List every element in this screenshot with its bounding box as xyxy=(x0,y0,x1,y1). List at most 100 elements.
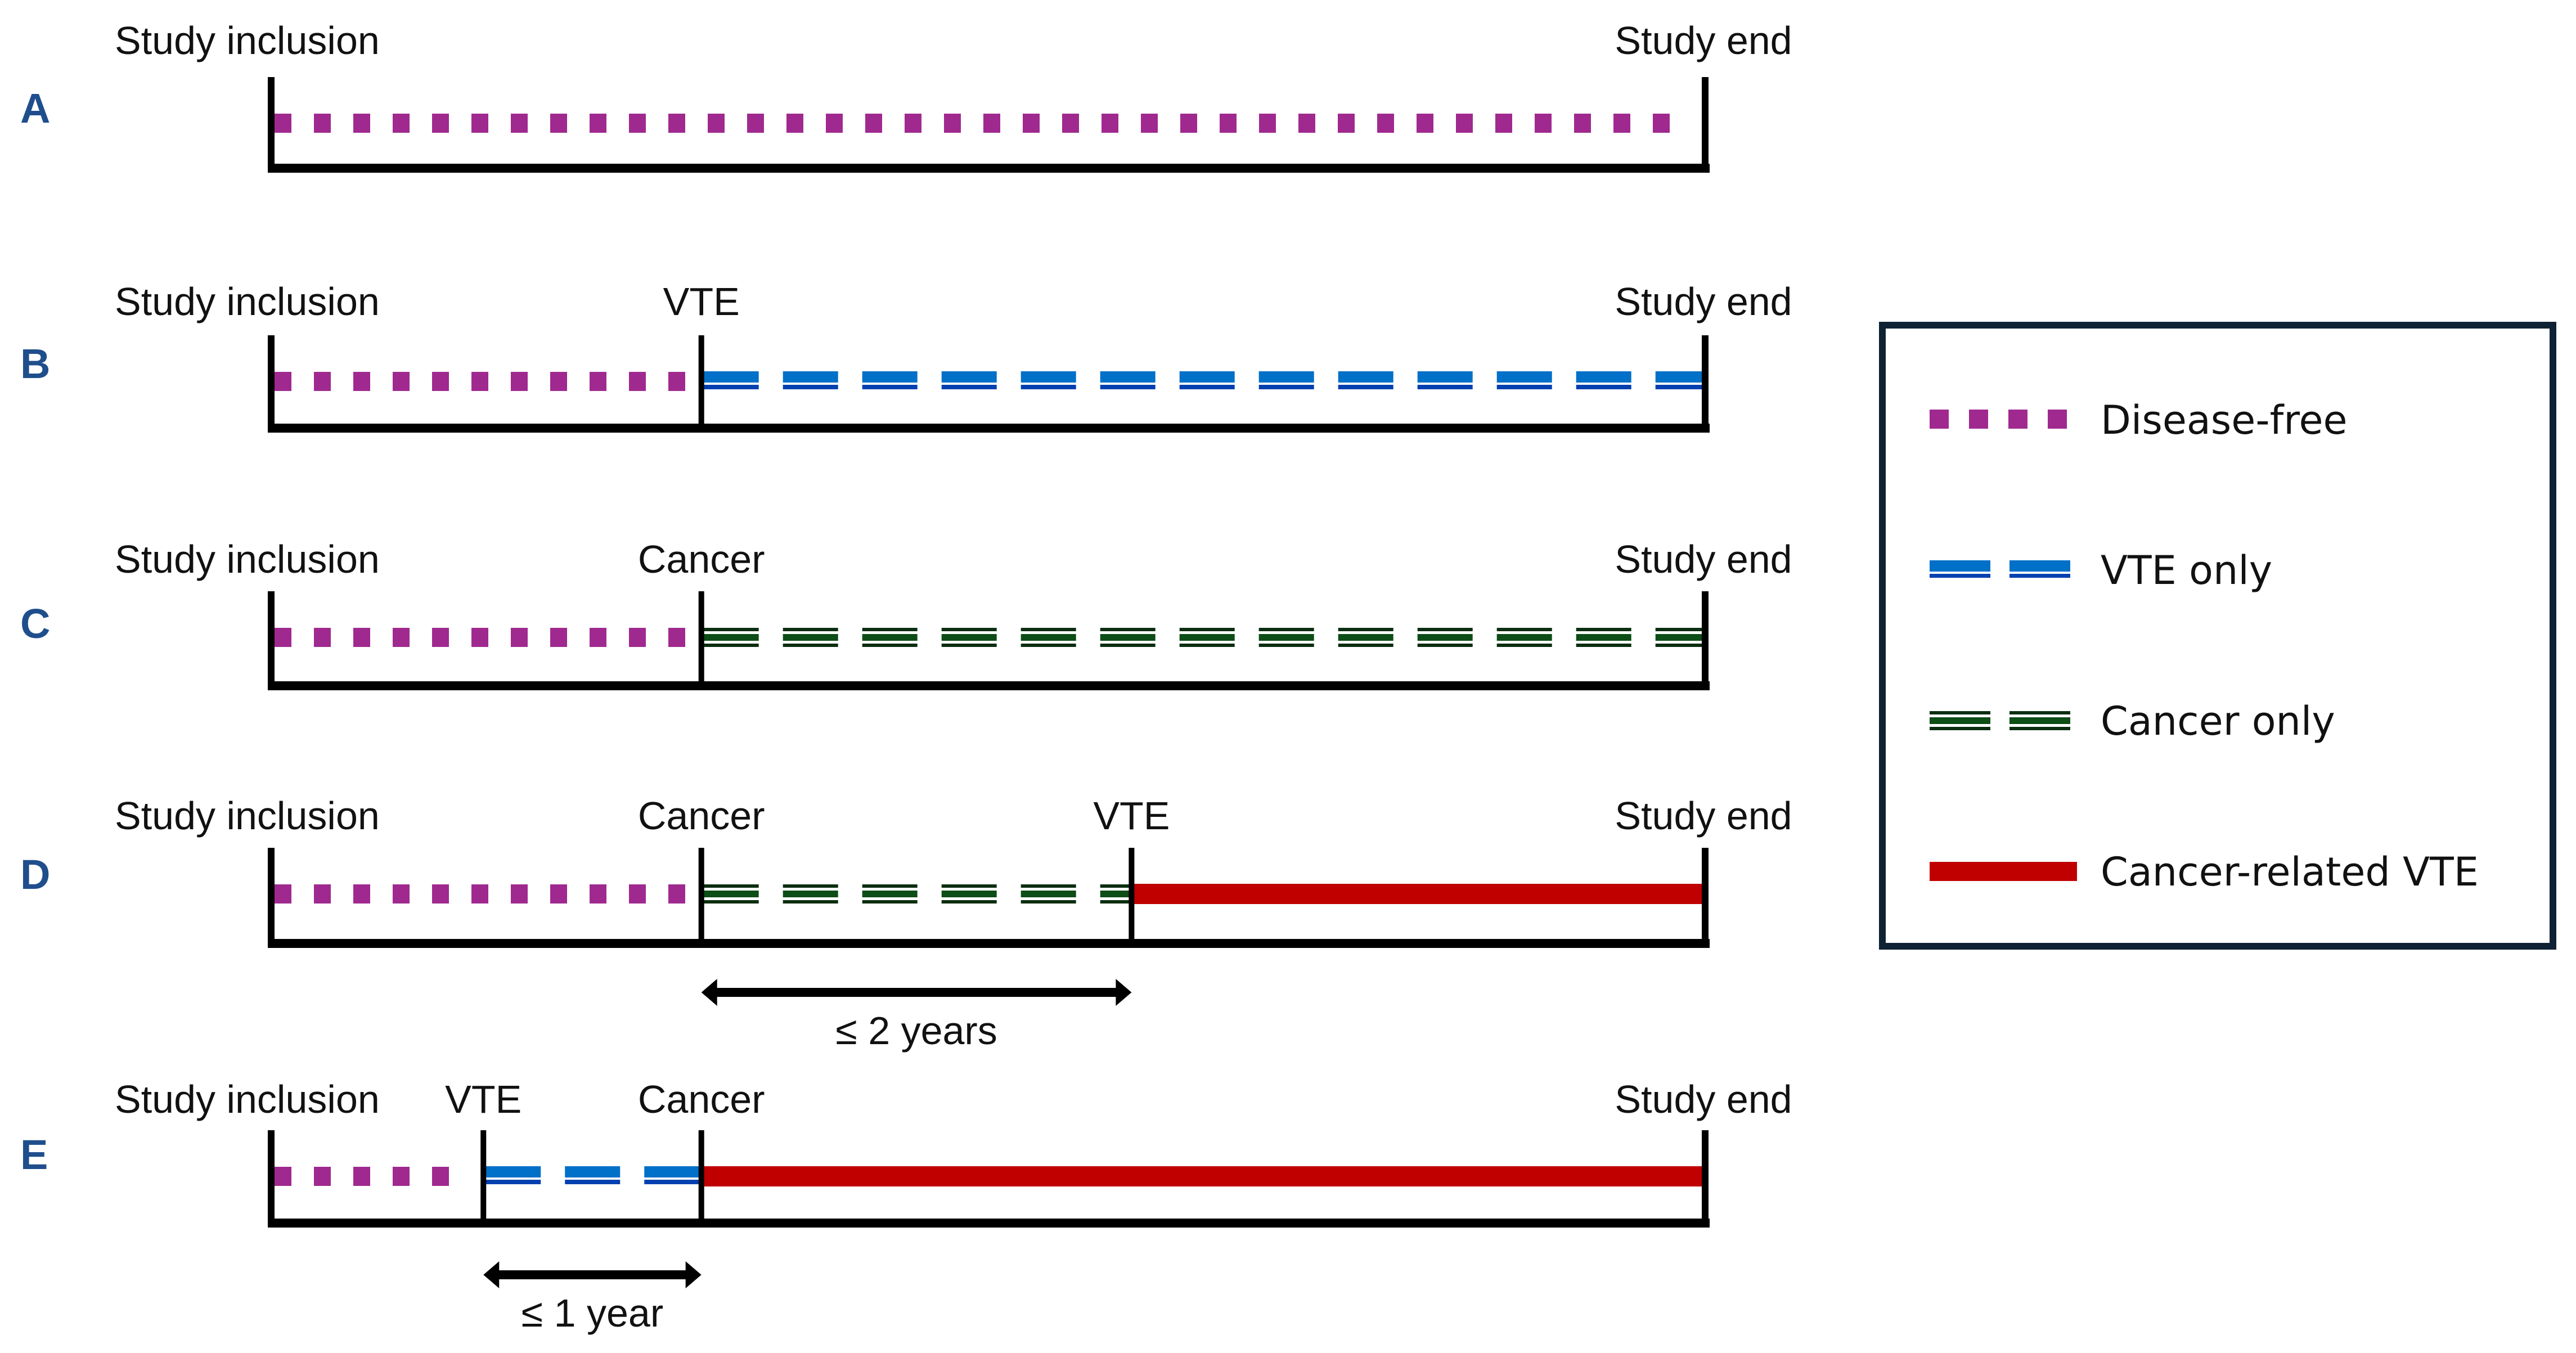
disease-free-dash xyxy=(393,114,410,133)
cancer-only-dash-bottom xyxy=(1496,644,1552,647)
vte-only-dash-thin xyxy=(1258,385,1314,389)
interval-arrow: ≤ 1 year xyxy=(483,1261,702,1335)
event-label: Study end xyxy=(1615,19,1792,62)
cancer-only-dash-bottom xyxy=(1100,644,1156,647)
legend-swatch xyxy=(2048,410,2067,429)
vte-only-dash-thin xyxy=(1576,385,1631,389)
disease-free-dash xyxy=(550,628,567,647)
disease-free-dash xyxy=(314,372,331,391)
vte-only-dash-thin xyxy=(565,1180,621,1184)
cancer-only-dash-bottom xyxy=(941,644,997,647)
legend-swatch xyxy=(1930,560,1990,572)
cancer-only-dash-bottom xyxy=(783,644,838,647)
disease-free-dash xyxy=(629,114,646,133)
cancer-only-dash-bottom xyxy=(1576,644,1631,647)
cancer-only-dash-bottom xyxy=(703,644,759,647)
event-label: Study inclusion xyxy=(115,280,380,323)
legend-swatch xyxy=(1930,410,1949,429)
disease-free-dash xyxy=(1023,114,1040,133)
disease-free-dash xyxy=(826,114,843,133)
segment-disease-free xyxy=(275,1167,449,1186)
cancer-only-dash-mid xyxy=(941,891,997,897)
event-tick xyxy=(1702,848,1709,943)
event-tick xyxy=(698,848,704,943)
cancer-related-vte-bar xyxy=(701,1166,1705,1186)
disease-free-dash xyxy=(550,884,567,904)
row-letter: D xyxy=(20,851,50,898)
disease-free-dash xyxy=(1653,114,1670,133)
disease-free-dash xyxy=(471,884,488,904)
disease-free-dash xyxy=(275,628,291,647)
segment-vte-only xyxy=(703,371,1705,389)
interval-label: ≤ 1 year xyxy=(522,1291,663,1335)
cancer-only-dash-bottom xyxy=(1655,644,1705,647)
cancer-only-dash-bottom xyxy=(1100,900,1132,904)
vte-only-dash-thin xyxy=(1496,385,1552,389)
event-tick xyxy=(480,1130,487,1222)
vte-only-dash xyxy=(485,1166,541,1177)
segment-cancer-related-vte xyxy=(1131,884,1705,904)
segment-cancer-only xyxy=(703,628,1705,647)
disease-free-dash xyxy=(747,114,764,133)
legend-item-vte-only: VTE only xyxy=(1930,547,2272,594)
cancer-only-dash-top xyxy=(783,884,838,888)
timeline-baseline xyxy=(268,424,1710,433)
disease-free-dash xyxy=(1180,114,1197,133)
disease-free-dash xyxy=(393,628,410,647)
vte-only-dash xyxy=(941,371,997,383)
event-label: Study inclusion xyxy=(115,537,380,581)
segment-cancer-related-vte xyxy=(701,1166,1705,1186)
disease-free-dash xyxy=(1456,114,1473,133)
event-label: Study end xyxy=(1615,794,1792,838)
arrow-shaft xyxy=(497,1270,688,1279)
disease-free-dash xyxy=(511,628,528,647)
disease-free-dash xyxy=(1613,114,1630,133)
disease-free-dash xyxy=(708,114,725,133)
vte-only-dash-thin xyxy=(941,385,997,389)
cancer-only-dash-top xyxy=(1020,628,1076,631)
cancer-only-dash-bottom xyxy=(1258,644,1314,647)
legend-item-disease-free: Disease-free xyxy=(1930,397,2348,443)
timeline-baseline xyxy=(268,681,1710,690)
cancer-only-dash-top xyxy=(1100,884,1132,888)
cancer-only-dash-top xyxy=(862,884,918,888)
cancer-only-dash-top xyxy=(1338,628,1393,631)
cancer-only-dash-bottom xyxy=(1338,644,1393,647)
disease-free-dash xyxy=(1259,114,1276,133)
cancer-only-dash-mid xyxy=(1020,891,1076,897)
cancer-only-dash-top xyxy=(1020,884,1076,888)
event-tick xyxy=(1702,591,1709,685)
vte-only-dash xyxy=(703,371,759,383)
disease-free-dash xyxy=(905,114,921,133)
event-tick xyxy=(268,77,275,168)
event-tick xyxy=(1702,335,1709,428)
cancer-only-dash-bottom xyxy=(862,900,918,904)
disease-free-dash xyxy=(590,114,606,133)
cancer-only-dash-bottom xyxy=(1020,644,1076,647)
disease-free-dash xyxy=(353,114,370,133)
row-letter: E xyxy=(20,1131,48,1178)
cancer-only-dash-mid xyxy=(1020,634,1076,641)
disease-free-dash xyxy=(353,628,370,647)
event-tick xyxy=(1129,848,1135,943)
vte-only-dash xyxy=(1417,371,1473,383)
event-label: VTE xyxy=(445,1077,522,1121)
disease-free-dash xyxy=(668,884,685,904)
disease-free-dash xyxy=(550,372,567,391)
cancer-only-dash-mid xyxy=(862,634,918,641)
cancer-only-dash-top xyxy=(703,628,759,631)
disease-free-dash xyxy=(393,1167,410,1186)
cancer-only-dash-mid xyxy=(703,634,759,641)
vte-only-dash xyxy=(644,1166,700,1177)
vte-only-dash xyxy=(1338,371,1393,383)
vte-only-dash-thin xyxy=(485,1180,541,1184)
cancer-only-dash-mid xyxy=(941,634,997,641)
event-label: Study inclusion xyxy=(115,1077,380,1121)
legend-swatch xyxy=(1930,727,1990,730)
disease-free-dash xyxy=(590,628,606,647)
cancer-only-dash-top xyxy=(1258,628,1314,631)
